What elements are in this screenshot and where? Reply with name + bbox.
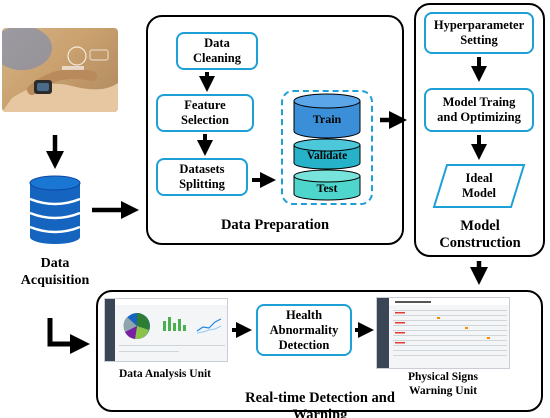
dataset-splits-group: [281, 90, 373, 205]
train-label: Train: [312, 112, 342, 126]
feature-selection-box: Feature Selection: [156, 94, 254, 132]
model-training-box: Model Traing and Optimizing: [424, 88, 534, 132]
datasets-splitting-box: Datasets Splitting: [156, 158, 248, 196]
warning-unit-dashboard: [376, 297, 510, 369]
pie-chart-icon: [123, 313, 150, 340]
line-chart-icon: [196, 318, 222, 334]
data-analysis-dashboard: [104, 298, 228, 362]
data-analysis-caption: Data Analysis Unit: [118, 368, 212, 380]
acquisition-label: Data Acquisition: [20, 256, 90, 288]
health-abnormality-box: Health Abnormality Detection: [256, 304, 352, 356]
hyperparameter-box: Hyperparameter Setting: [424, 12, 534, 54]
bar-chart-icon: [163, 317, 186, 331]
model-construction-title: Model Construction: [439, 218, 521, 251]
realtime-title: Real-time Detection and Warning: [245, 390, 395, 418]
wearable-photo-art: [2, 28, 118, 112]
elbow-arrow-icon: [47, 318, 90, 354]
validate-label: Validate: [306, 150, 348, 162]
warning-unit-caption: Physical Signs Warning Unit: [408, 371, 478, 397]
wearable-photo: [2, 28, 118, 112]
data-cleaning-box: Data Cleaning: [176, 32, 258, 70]
ideal-model-label: Ideal Model: [461, 171, 497, 200]
test-label: Test: [316, 181, 338, 195]
data-preparation-title: Data Preparation: [220, 217, 330, 233]
